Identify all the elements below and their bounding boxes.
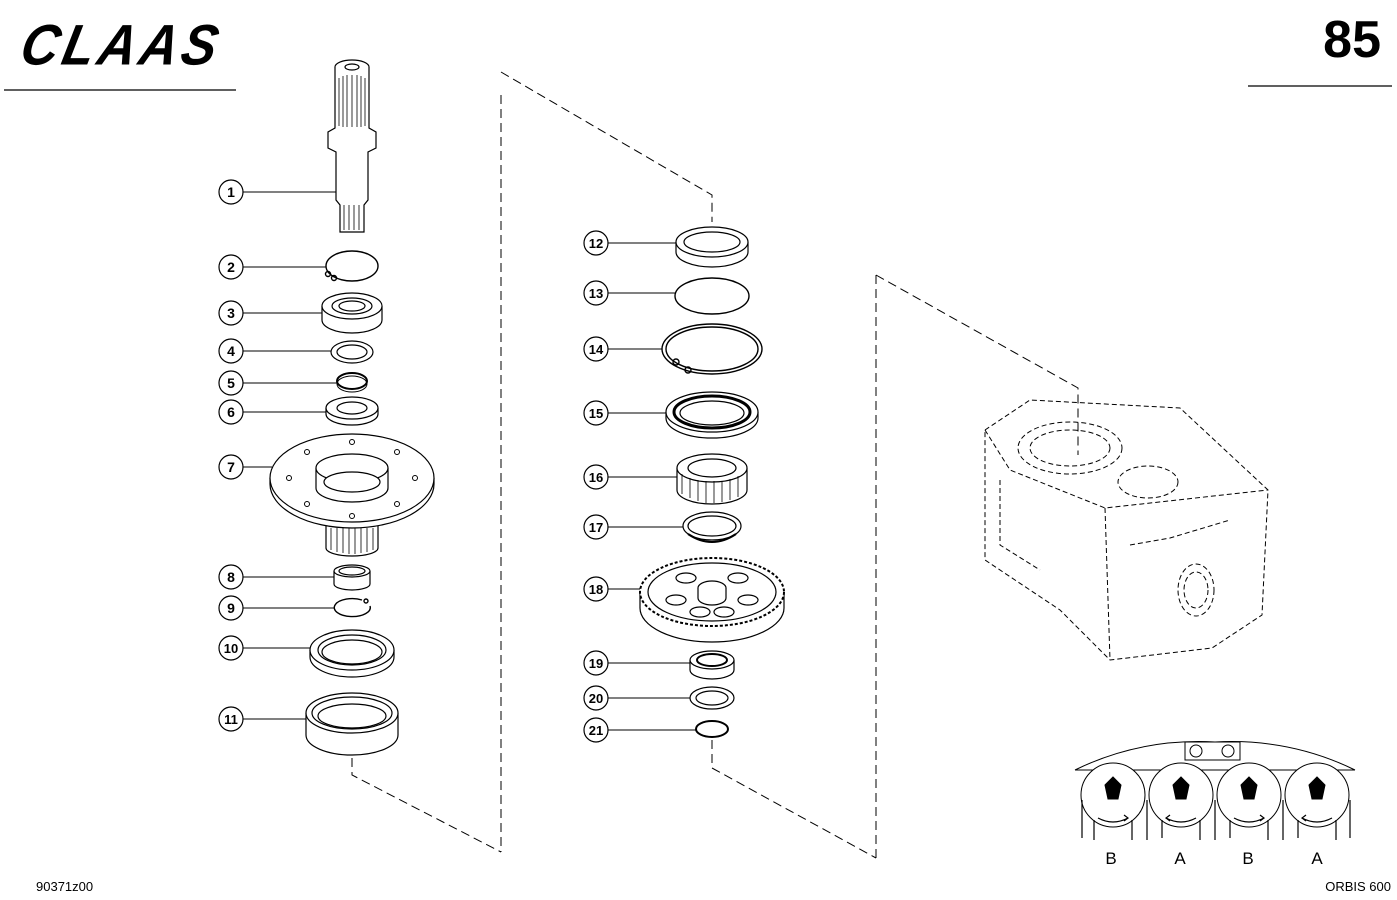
callout-21: 21 [583,717,609,743]
callout-17: 17 [583,514,609,540]
callout-leader-lines [243,191,696,731]
callout-12: 12 [583,230,609,256]
part-2-circlip [324,250,379,282]
part-15-seal [665,391,759,439]
callout-11: 11 [218,706,244,732]
callout-label: 20 [589,691,603,706]
drawing-reference: 90371z00 [36,879,94,894]
part-6-spacer [325,396,379,426]
part-13-ring [674,277,750,315]
dashed-guide-lines [351,71,1079,859]
callout-label: 19 [589,656,603,671]
callout-15: 15 [583,400,609,426]
callout-label: 13 [589,286,603,301]
callout-label: 6 [227,404,235,420]
part-5-ring [336,372,368,393]
callout-6: 6 [218,399,244,425]
callout-label: 5 [227,375,235,391]
part-20-ring [689,686,735,710]
callout-20: 20 [583,685,609,711]
callout-18: 18 [583,576,609,602]
callout-10: 10 [218,635,244,661]
callout-4: 4 [218,338,244,364]
callout-9: 9 [218,595,244,621]
callout-16: 16 [583,464,609,490]
rotor-label-1: B [1105,849,1116,868]
callout-7: 7 [218,454,244,480]
callout-2: 2 [218,254,244,280]
callout-label: 14 [589,342,604,357]
machine-overview-diagram: B A B A [1074,741,1356,868]
part-18-gear-wheel [639,557,785,643]
callout-label: 18 [589,582,603,597]
part-19-bearing [689,650,735,680]
callout-8: 8 [218,564,244,590]
rotor-label-4: A [1311,849,1323,868]
callout-label: 4 [227,343,235,359]
callout-5: 5 [218,370,244,396]
part-12-bearing-cup [675,226,749,268]
callout-label: 15 [589,406,603,421]
callout-19: 19 [583,650,609,676]
callout-label: 7 [227,459,235,475]
callout-label: 17 [589,520,603,535]
part-3-bearing [321,292,383,334]
part-14-circlip [661,323,763,375]
part-11-bearing-ring [305,692,399,756]
callout-14: 14 [583,336,609,362]
callout-label: 3 [227,305,235,321]
part-10-seal [309,629,395,678]
callout-13: 13 [583,280,609,306]
part-4-ring [330,340,374,364]
callout-label: 11 [224,712,238,727]
callout-label: 8 [227,569,235,585]
callout-label: 21 [589,723,603,738]
rotor-label-2: A [1174,849,1186,868]
callout-label: 9 [227,600,235,616]
gearbox-housing-outline [984,399,1269,661]
part-7-flange-hub [269,433,435,557]
machine-model: ORBIS 600 [1325,879,1391,894]
rotor-label-3: B [1242,849,1253,868]
part-16-gear-ring [676,453,748,505]
part-9-circlip [333,597,371,618]
callout-label: 2 [227,259,235,275]
callout-label: 1 [227,184,235,200]
part-8-bushing [333,564,371,591]
part-17-ring [682,511,742,544]
callout-label: 12 [589,236,603,251]
part-21-circlip [695,720,729,738]
callout-3: 3 [218,300,244,326]
page-number: 85 [1323,11,1381,69]
callout-label: 10 [224,641,238,656]
callout-label: 16 [589,470,603,485]
part-1-shaft [327,59,377,233]
callout-1: 1 [218,179,244,205]
